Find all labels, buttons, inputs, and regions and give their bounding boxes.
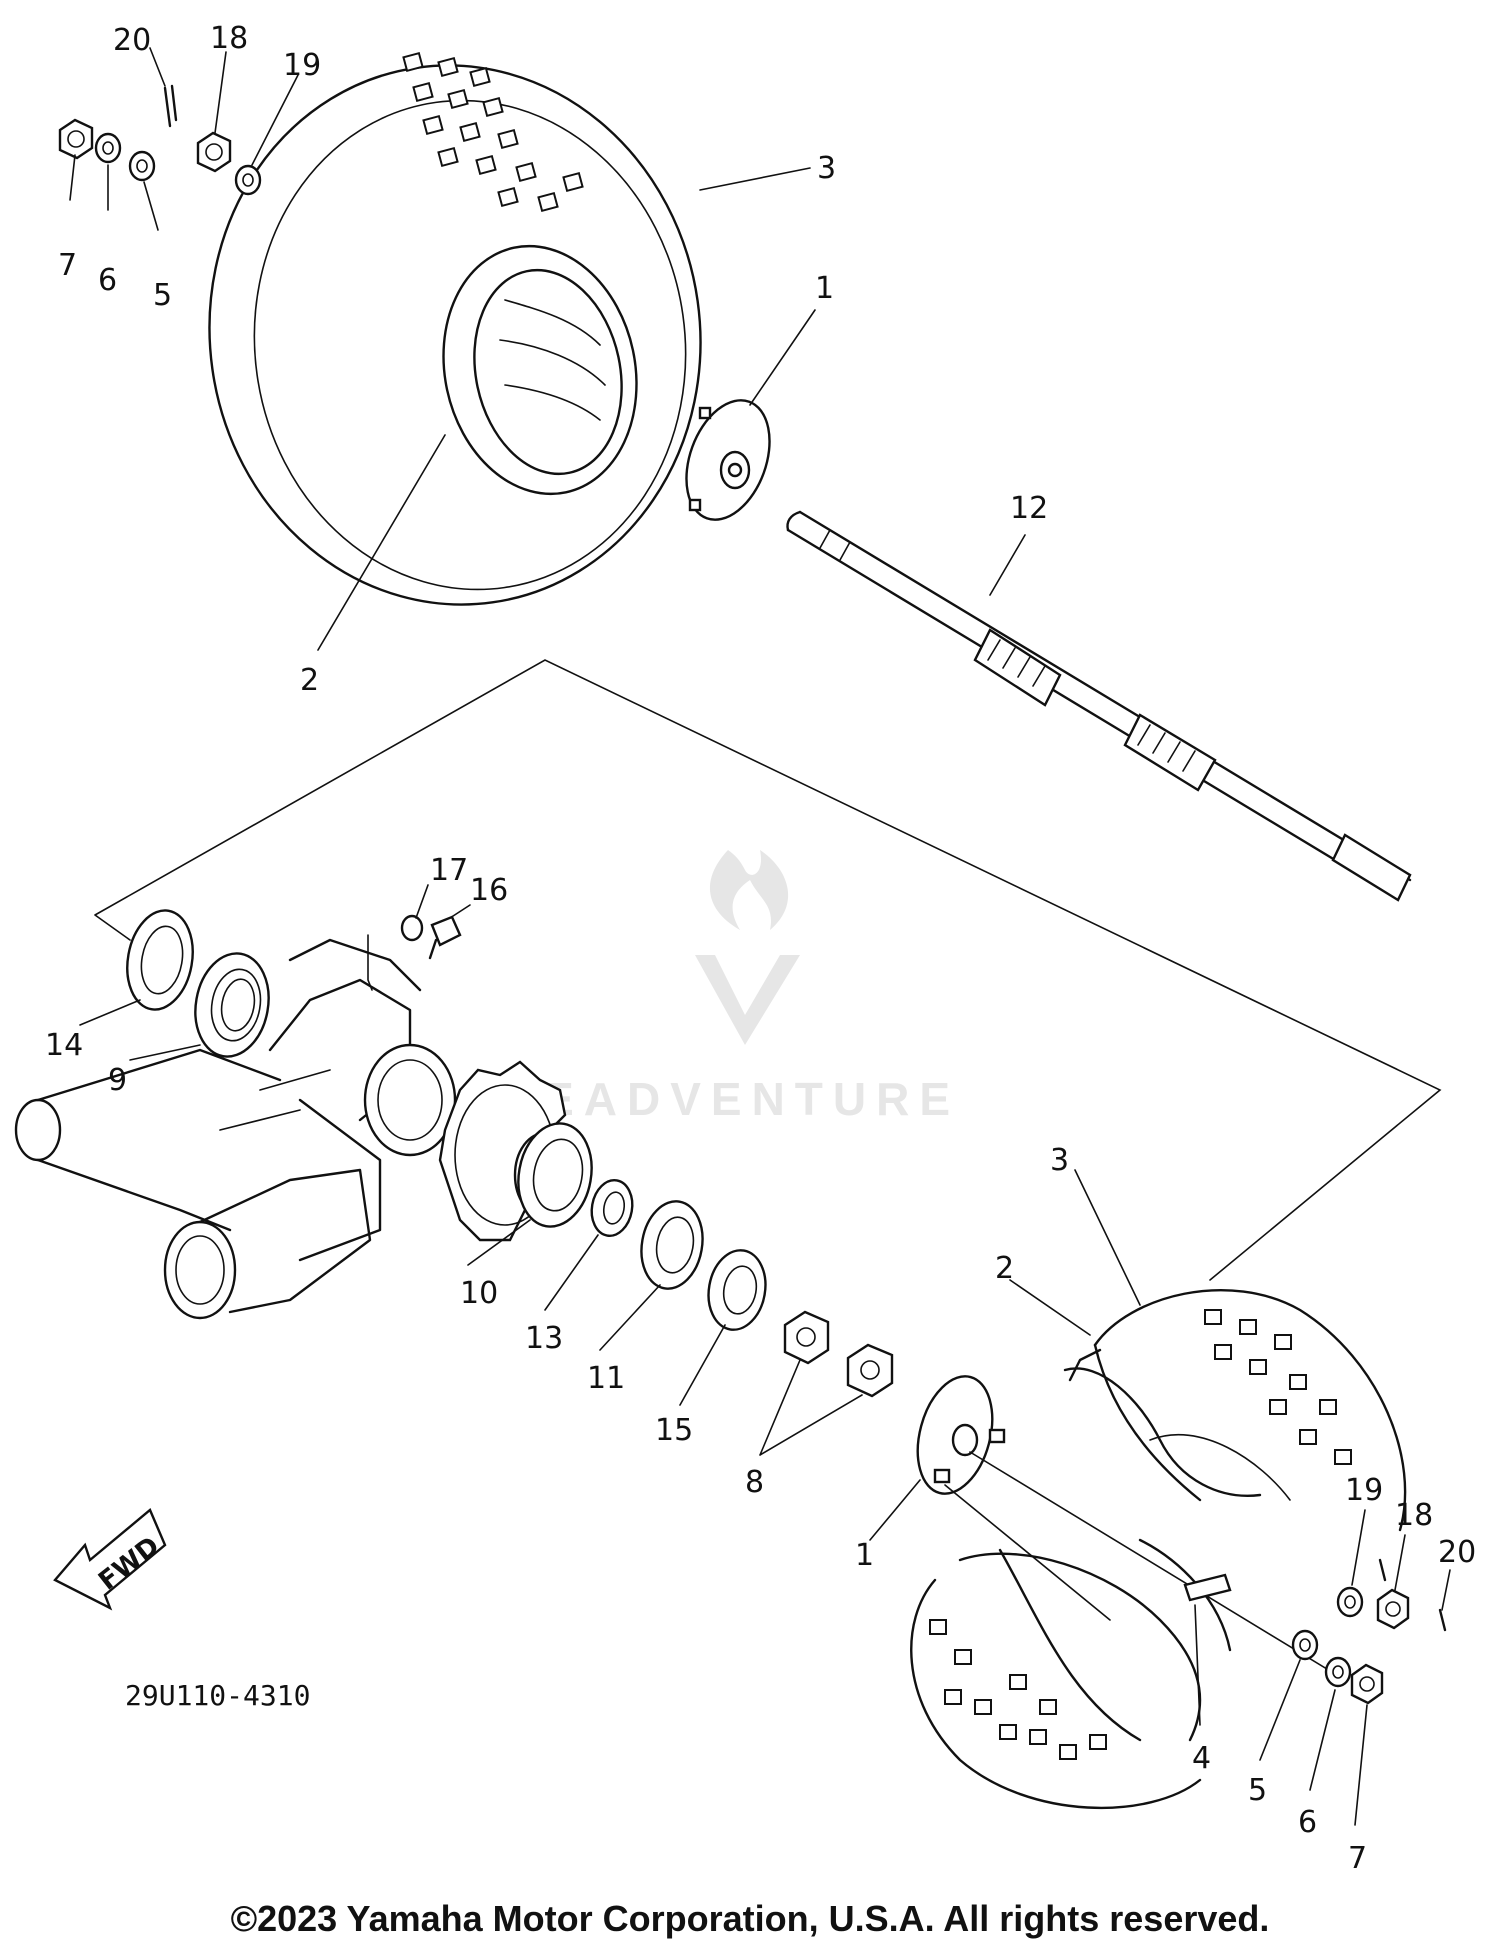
oil-seal-right <box>707 1249 767 1331</box>
tread-lugs-bottom <box>929 1309 1352 1760</box>
tread-lugs <box>402 51 584 213</box>
watermark-text: LEADVENTURE <box>505 1073 960 1125</box>
callout-9: 9 <box>108 1063 127 1098</box>
callout-8: 8 <box>745 1465 764 1500</box>
bearing-left <box>194 952 270 1058</box>
callout-6-bottom: 6 <box>1298 1805 1317 1840</box>
callout-5-bottom: 5 <box>1248 1773 1267 1808</box>
callout-1-bottom: 1 <box>855 1538 874 1573</box>
callout-17: 17 <box>430 853 468 888</box>
diagram-code: 29U110-4310 <box>125 1679 310 1712</box>
callout-7-top: 7 <box>58 248 77 283</box>
callout-14: 14 <box>45 1028 83 1063</box>
callout-1-top: 1 <box>815 271 834 306</box>
callout-3-top: 3 <box>817 151 836 186</box>
rear-tire-top <box>208 51 702 606</box>
assembly-frame-line <box>94 659 1442 1281</box>
nut-washer-set-bottom <box>1291 1558 1447 1705</box>
bleeder-bolt-and-washer <box>400 914 462 960</box>
axle-housing <box>14 934 457 1320</box>
callout-18-bottom: 18 <box>1395 1498 1433 1533</box>
callout-labels: 20 18 19 7 6 5 3 1 12 2 17 16 14 9 10 13… <box>45 21 1476 1876</box>
callout-5-top: 5 <box>153 278 172 313</box>
callout-18-top: 18 <box>210 21 248 56</box>
watermark-logo: LEADVENTURE <box>505 850 960 1125</box>
callout-2-top: 2 <box>300 663 319 698</box>
collar-spacer <box>590 1179 634 1237</box>
callout-20-top: 20 <box>113 23 151 58</box>
axle-lock-nuts <box>783 1310 894 1398</box>
callout-19-bottom: 19 <box>1345 1473 1383 1508</box>
callout-13: 13 <box>525 1321 563 1356</box>
wheel-hub-top <box>685 399 771 521</box>
bearing-right <box>517 1122 593 1228</box>
leader-lines <box>69 47 1451 1826</box>
callout-19-top: 19 <box>283 48 321 83</box>
copyright-notice: ©2023 Yamaha Motor Corporation, U.S.A. A… <box>230 1898 1270 1939</box>
callout-4: 4 <box>1192 1741 1211 1776</box>
wheel-hub-bottom <box>916 1375 1346 1681</box>
callout-15: 15 <box>655 1413 693 1448</box>
callout-12: 12 <box>1010 491 1048 526</box>
nut-washer-set-top <box>58 84 262 196</box>
rear-axle <box>786 510 1412 902</box>
callout-16: 16 <box>470 873 508 908</box>
callout-7-bottom: 7 <box>1348 1841 1367 1876</box>
callout-11: 11 <box>587 1361 625 1396</box>
callout-10: 10 <box>460 1276 498 1311</box>
callout-2-bottom: 2 <box>995 1251 1014 1286</box>
oil-seal-left <box>126 909 194 1011</box>
forward-direction-arrow: FWD <box>53 1508 167 1611</box>
rear-tire-bottom <box>910 1289 1407 1810</box>
bearing-outer <box>640 1200 704 1290</box>
callout-6-top: 6 <box>98 263 117 298</box>
callout-20-bottom: 20 <box>1438 1535 1476 1570</box>
callout-3-bottom: 3 <box>1050 1143 1069 1178</box>
